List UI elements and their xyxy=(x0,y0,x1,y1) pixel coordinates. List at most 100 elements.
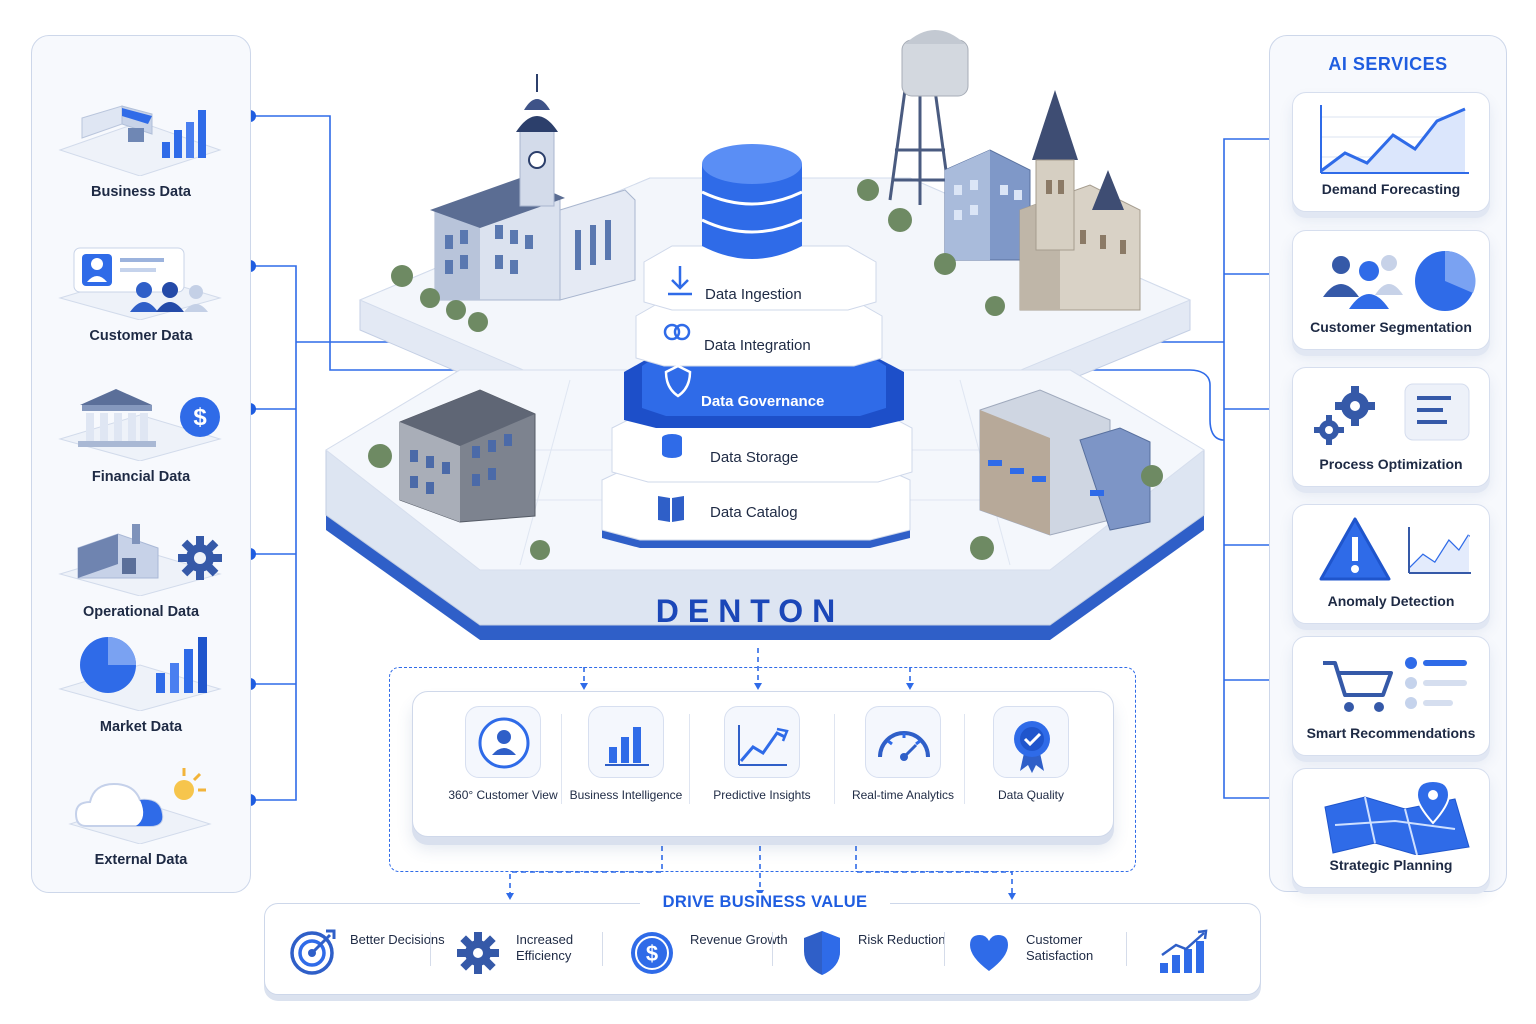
growth-chart-icon xyxy=(1160,929,1208,973)
outcome-label: 360° Customer View xyxy=(448,788,558,802)
svg-text:$: $ xyxy=(193,404,207,431)
data-sources-panel: Business Data Customer Data $ Financial … xyxy=(31,35,251,893)
brand-name: DENTON xyxy=(655,593,845,629)
outcome-predictive-insights[interactable]: Predictive Insights xyxy=(702,704,822,826)
factory-gear-icon xyxy=(58,524,222,596)
speedometer-icon xyxy=(865,706,941,778)
outcome-label: Business Intelligence xyxy=(569,788,683,802)
divider xyxy=(602,932,603,966)
trend-chart-icon xyxy=(1320,105,1469,174)
link-icon xyxy=(663,323,691,341)
storefront-icon xyxy=(58,105,222,176)
dollar-coin-icon: $ xyxy=(631,932,673,974)
divider xyxy=(1126,932,1127,966)
warning-chart-icon xyxy=(1319,517,1471,581)
layer-label: Data Catalog xyxy=(710,504,798,521)
value-label: Increased Efficiency xyxy=(516,932,574,963)
source-label: Financial Data xyxy=(91,469,191,485)
cloud-sun-icon xyxy=(68,768,212,844)
office-building-blue xyxy=(944,149,1031,261)
divider xyxy=(772,932,773,966)
source-market-data[interactable]: Market Data xyxy=(38,611,244,741)
ai-label: Anomaly Detection xyxy=(1327,593,1455,609)
database-icon xyxy=(662,434,682,458)
layer-label: Data Integration xyxy=(704,337,811,354)
business-value-title: DRIVE BUSINESS VALUE xyxy=(640,893,890,912)
gears-list-icon xyxy=(1314,383,1470,445)
source-label: External Data xyxy=(94,852,188,868)
outcome-data-quality[interactable]: Data Quality xyxy=(971,704,1091,826)
book-icon xyxy=(658,496,684,522)
source-label: Operational Data xyxy=(82,604,200,620)
ai-label: Smart Recommendations xyxy=(1306,725,1476,741)
outcome-label: Data Quality xyxy=(997,788,1065,802)
layer-label: Data Storage xyxy=(710,449,798,466)
value-label: Customer Satisfaction xyxy=(1026,932,1094,963)
source-operational-data[interactable]: Operational Data xyxy=(38,496,244,626)
outcome-label: Predictive Insights xyxy=(713,788,811,802)
source-external-data[interactable]: External Data xyxy=(38,744,244,874)
people-pie-icon xyxy=(1323,250,1476,311)
ai-strategic-planning[interactable]: Strategic Planning xyxy=(1292,768,1490,888)
outcomes-dashed-frame xyxy=(389,667,1136,872)
ai-smart-recommendations[interactable]: Smart Recommendations xyxy=(1292,636,1490,756)
user-circle-icon xyxy=(465,706,541,778)
water-tower xyxy=(888,30,969,205)
ai-services-title: AI SERVICES xyxy=(1328,54,1448,74)
svg-text:$: $ xyxy=(646,941,658,966)
source-financial-data[interactable]: $ Financial Data xyxy=(38,361,244,491)
church-building xyxy=(1019,90,1141,311)
ai-label: Demand Forecasting xyxy=(1321,181,1461,197)
cart-list-icon xyxy=(1323,657,1467,712)
outcome-realtime-analytics[interactable]: Real-time Analytics xyxy=(843,704,963,826)
bar-chart-icon xyxy=(588,706,664,778)
ai-customer-segmentation[interactable]: Customer Segmentation xyxy=(1292,230,1490,350)
ai-demand-forecasting[interactable]: Demand Forecasting xyxy=(1292,92,1490,212)
ai-process-optimization[interactable]: Process Optimization xyxy=(1292,367,1490,487)
database-cylinder-icon xyxy=(701,144,803,259)
outcome-label: Real-time Analytics xyxy=(851,788,955,802)
shield-icon xyxy=(804,931,840,975)
source-label: Market Data xyxy=(99,719,183,735)
outcome-customer-view[interactable]: 360° Customer View xyxy=(443,704,563,826)
value-label: Risk Reduction xyxy=(858,932,946,947)
outcomes-panel: 360° Customer View Business Intelligence… xyxy=(412,691,1114,837)
download-icon xyxy=(668,266,692,296)
badge-check-icon xyxy=(993,706,1069,778)
trees xyxy=(368,179,1163,560)
divider xyxy=(964,714,965,804)
layer-label-highlight: Data Governance xyxy=(701,393,824,410)
data-stack: Data Ingestion Data Integration Data Gov… xyxy=(601,144,913,548)
shield-icon xyxy=(664,364,692,398)
brick-building xyxy=(399,389,536,523)
source-label: Customer Data xyxy=(89,328,193,344)
outcome-business-intelligence[interactable]: Business Intelligence xyxy=(566,704,686,826)
target-icon xyxy=(290,929,336,975)
divider xyxy=(944,932,945,966)
value-label: Better Decisions xyxy=(350,932,445,947)
line-chart-icon xyxy=(724,706,800,778)
ai-anomaly-detection[interactable]: Anomaly Detection xyxy=(1292,504,1490,624)
ai-label: Process Optimization xyxy=(1319,456,1463,472)
heart-icon xyxy=(970,935,1008,971)
source-business-data[interactable]: Business Data xyxy=(38,76,244,206)
source-label: Business Data xyxy=(91,184,191,200)
value-label: Revenue Growth xyxy=(690,932,788,947)
bank-dollar-icon: $ xyxy=(58,389,222,461)
shop-row xyxy=(979,389,1151,536)
divider xyxy=(430,932,431,966)
city-platform-illustration: Data Ingestion Data Integration Data Gov… xyxy=(325,30,1205,640)
pie-bar-chart-icon xyxy=(58,637,222,711)
ai-label: Strategic Planning xyxy=(1329,857,1453,873)
layer-label: Data Ingestion xyxy=(705,286,802,303)
courthouse-building xyxy=(430,74,636,301)
divider xyxy=(561,714,562,804)
ai-services-panel: AI SERVICES Demand Forecasting Customer … xyxy=(1269,35,1507,892)
ai-label: Customer Segmentation xyxy=(1310,319,1472,335)
map-pin-icon xyxy=(1324,779,1470,855)
customer-profile-icon xyxy=(58,247,222,320)
source-customer-data[interactable]: Customer Data xyxy=(38,220,244,350)
divider xyxy=(834,714,835,804)
divider xyxy=(689,714,690,804)
gear-icon xyxy=(457,932,499,974)
